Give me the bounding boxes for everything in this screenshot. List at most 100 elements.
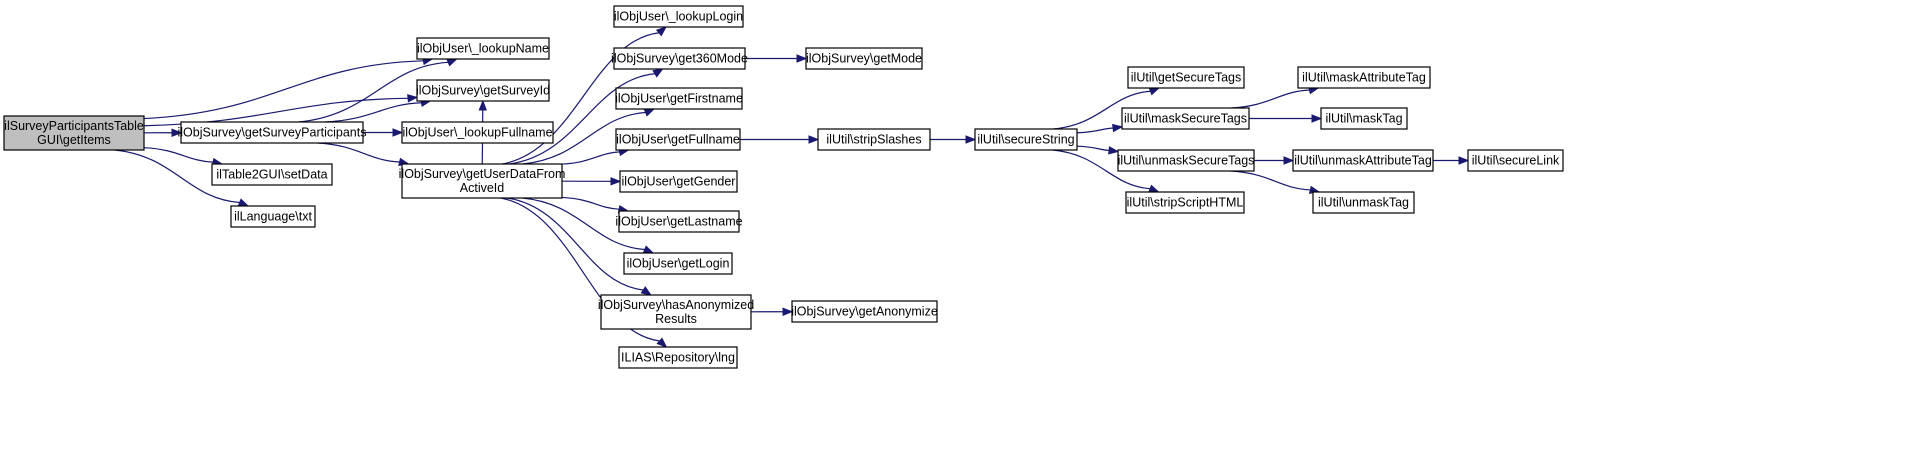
node-lookup-fullname[interactable]: ilObjUser\_lookupFullname [401, 121, 554, 144]
edge-line [1052, 149, 1151, 190]
node-get-lastname[interactable]: ilObjUser\getLastname [615, 210, 743, 233]
node-label: GUI\getItems [37, 133, 111, 147]
edge-mask-secure-tags-to-mask-attribute-tag [1231, 86, 1320, 109]
node-label: ilObjUser\getFullname [616, 133, 740, 147]
node-mask-secure-tags[interactable]: ilUtil\maskSecureTags [1121, 107, 1250, 130]
node-box [1320, 107, 1408, 130]
arrowhead-icon [407, 94, 419, 103]
edge-get-user-data-from-active-id-to-get-fullname [561, 147, 630, 165]
arrowhead-icon [1311, 114, 1323, 123]
node-label: ilObjUser\_lookupLogin [614, 10, 743, 24]
node-box [791, 300, 938, 323]
node-mask-tag[interactable]: ilUtil\maskTag [1320, 107, 1408, 130]
edge-line [561, 151, 620, 165]
node-get-fullname[interactable]: ilObjUser\getFullname [615, 128, 741, 151]
edge-line [317, 142, 400, 163]
arrowhead-icon [392, 128, 404, 137]
edge-line [507, 197, 644, 291]
edge-root-to-get-survey-id [143, 94, 419, 127]
node-lng[interactable]: ILIAS\Repository\lng [618, 346, 738, 369]
arrowhead-icon [655, 26, 668, 37]
node-secure-string[interactable]: ilUtil\secureString [974, 128, 1078, 151]
node-secure-link[interactable]: ilUtil\secureLink [1467, 149, 1564, 172]
node-get-firstname[interactable]: ilObjUser\getFirstname [615, 87, 743, 110]
edge-get-user-data-from-active-id-to-get360-mode [509, 68, 664, 165]
node-get-survey-id[interactable]: ilObjSurvey\getSurveyId [416, 79, 550, 102]
arrowhead-icon [808, 135, 820, 144]
edge-has-anonymized-results-to-get-anonymize [750, 307, 794, 316]
node-label: ilObjUser\getLastname [615, 215, 742, 229]
edge-get-survey-participants-to-lookup-name [298, 58, 458, 123]
node-txt[interactable]: ilLanguage\txt [230, 205, 316, 228]
edge-line [1076, 127, 1114, 134]
node-label: ActiveId [460, 181, 505, 195]
node-get-mode[interactable]: ilObjSurvey\getMode [805, 47, 923, 70]
node-unmask-tag[interactable]: ilUtil\unmaskTag [1312, 191, 1415, 214]
node-label: ilUtil\unmaskTag [1318, 196, 1409, 210]
edge-line [500, 197, 660, 342]
node-box [974, 128, 1078, 151]
node-label: ilLanguage\txt [234, 210, 312, 224]
arrowhead-icon [1148, 87, 1161, 96]
edge-get360-mode-to-get-mode [745, 54, 808, 63]
node-label: ilUtil\maskAttributeTag [1302, 71, 1426, 85]
node-unmask-secure-tags[interactable]: ilUtil\unmaskSecureTags [1117, 149, 1255, 172]
node-get-secure-tags[interactable]: ilUtil\getSecureTags [1127, 66, 1245, 89]
edge-line [502, 32, 660, 165]
node-strip-slashes[interactable]: ilUtil\stripSlashes [817, 128, 931, 151]
node-box [1292, 149, 1434, 172]
node-label: ilObjUser\_lookupFullname [402, 126, 552, 140]
node-lookup-login[interactable]: ilObjUser\_lookupLogin [613, 5, 744, 28]
edge-line [298, 61, 449, 123]
edge-unmask-secure-tags-to-unmask-tag [1230, 170, 1321, 194]
node-unmask-attribute-tag[interactable]: ilUtil\unmaskAttributeTag [1292, 149, 1434, 172]
edge-line [1230, 170, 1311, 191]
node-box [619, 170, 738, 193]
edge-get-user-data-from-active-id-to-get-gender [561, 177, 622, 186]
node-get360-mode[interactable]: ilObjSurvey\get360Mode [611, 47, 748, 70]
node-get-anonymize[interactable]: ilObjSurvey\getAnonymize [791, 300, 938, 323]
node-mask-attribute-tag[interactable]: ilUtil\maskAttributeTag [1297, 66, 1431, 89]
arrowhead-icon [1283, 156, 1295, 165]
node-label: ilObjSurvey\getSurveyId [416, 84, 550, 98]
arrowhead-icon [478, 99, 488, 111]
node-label: ilObjUser\_lookupName [417, 42, 549, 56]
edge-line [522, 111, 646, 165]
node-get-gender[interactable]: ilObjUser\getGender [619, 170, 738, 193]
node-label: ilSurveyParticipantsTable [4, 119, 144, 133]
arrowhead-icon [171, 128, 183, 137]
edge-get-survey-participants-to-get-user-data-from-active-id [317, 142, 410, 166]
node-label: ilTable2GUI\setData [216, 168, 327, 182]
node-box [613, 47, 746, 70]
node-label: ilObjSurvey\getSurveyParticipants [178, 126, 367, 140]
edge-get-fullname-to-strip-slashes [740, 135, 820, 144]
node-box [1121, 107, 1250, 130]
node-label: ilUtil\unmaskSecureTags [1118, 154, 1255, 168]
node-label: ilUtil\stripScriptHTML [1127, 196, 1244, 210]
node-box [615, 87, 743, 110]
edge-root-to-lookup-name [143, 56, 434, 120]
arrowhead-icon [656, 337, 668, 348]
node-box [401, 121, 554, 144]
node-set-data[interactable]: ilTable2GUI\setData [211, 163, 333, 186]
node-box [401, 163, 563, 199]
arrowhead-icon [1148, 184, 1160, 193]
node-label: ilUtil\unmaskAttributeTag [1294, 154, 1432, 168]
node-label: ilUtil\maskTag [1325, 112, 1402, 126]
edge-secure-string-to-unmask-secure-tags [1076, 145, 1120, 155]
node-get-login[interactable]: ilObjUser\getLogin [623, 252, 733, 275]
node-get-survey-participants[interactable]: ilObjSurvey\getSurveyParticipants [178, 121, 367, 144]
node-box [416, 37, 550, 60]
node-box [180, 121, 364, 144]
node-strip-script-html[interactable]: ilUtil\stripScriptHTML [1125, 191, 1245, 214]
node-box [230, 205, 316, 228]
node-box [618, 346, 738, 369]
arrowhead-icon [237, 198, 250, 207]
node-label: ilUtil\maskSecureTags [1124, 112, 1247, 126]
edge-line [509, 73, 655, 165]
node-lookup-name[interactable]: ilObjUser\_lookupName [416, 37, 550, 60]
